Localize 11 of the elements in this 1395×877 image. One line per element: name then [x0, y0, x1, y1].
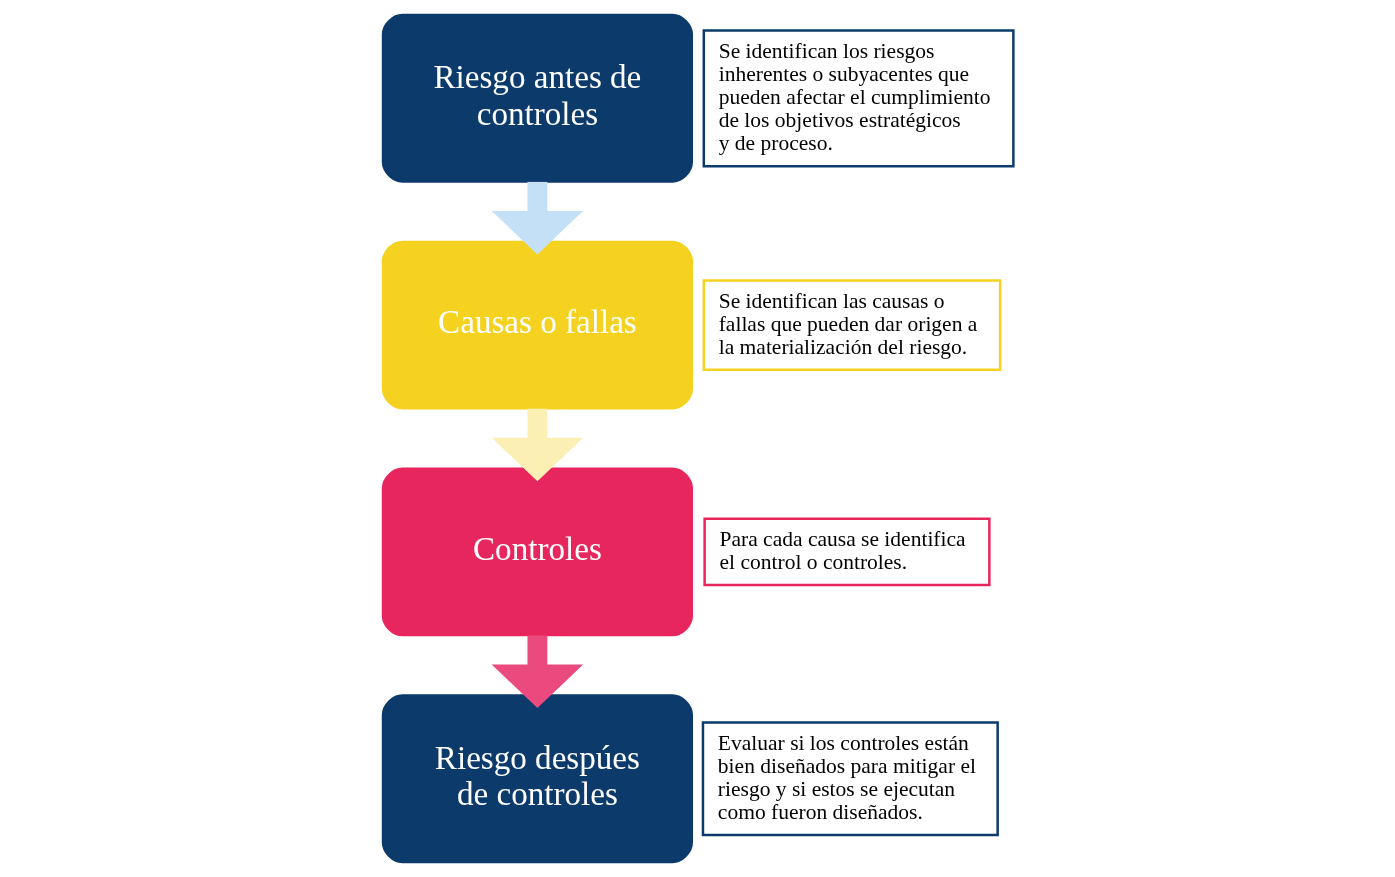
arrow [491, 408, 583, 482]
node-box: Riesgo antes de controles [381, 13, 693, 183]
node-box: Controles [381, 467, 693, 637]
node-box: Riesgo despúes de controles [381, 694, 693, 864]
node-box: Causas o fallas [381, 240, 693, 410]
node-box: Se identifican los riesgos inherentes o subyacentes que pueden afectar el cumplimiento de los objetivos estratégicos y de proceso. [702, 29, 1015, 168]
node-box: Se identifican las causas o fallas que pueden dar origen a la materialización del riesgo. [702, 279, 1001, 372]
node-box: Para cada causa se identifica el control o controles. [702, 517, 991, 587]
arrow [491, 181, 583, 255]
node-box: Evaluar si los controles están bien diseñados para mitigar el riesgo y si estos se ejecutan como fueron diseñados. [701, 721, 999, 837]
arrow [491, 635, 583, 709]
